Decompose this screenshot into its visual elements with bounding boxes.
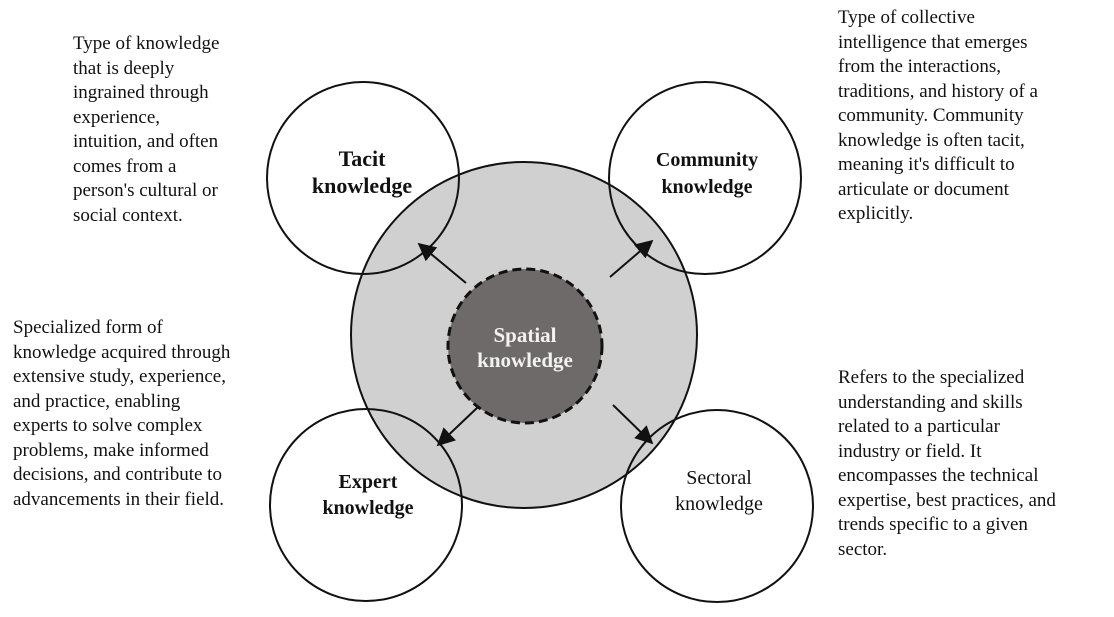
description-line: encompasses the technical [838,465,1039,486]
arrow-to-community [609,239,654,278]
description-line: expertise, best practices, and [838,489,1056,511]
expert-knowledge-circle [269,408,463,602]
arrow-to-expert [436,406,479,447]
description-line: person's cultural or [73,180,218,201]
description-line: and practice, enabling [13,390,181,412]
tacit-knowledge-label-line1: Tacit [339,146,387,171]
sectoral-knowledge-label-line2: knowledge [675,493,763,515]
description-line: community. Community [838,105,1024,126]
description-line: from the interactions, [838,56,1002,77]
description-line: traditions, and history of a [838,80,1038,102]
description-line: ingrained through [73,82,209,103]
description-line: sector. [838,538,888,560]
arrow-to-tacit [417,242,467,284]
description-line: meaning it's difficult to [838,154,1015,175]
tacit-knowledge-circle [266,81,460,275]
description-line: Refers to the specialized [838,367,1025,388]
description-line: advancements in their field. [13,488,225,510]
description-line: extensive study, experience, [13,366,226,387]
spatial-knowledge-circle [446,267,604,425]
community-knowledge-label-line1: Community [656,149,758,171]
expert-knowledge-description: Specialized form of knowledge acquired t… [13,316,285,512]
community-knowledge-circle [608,81,802,275]
expert-knowledge-label-line1: Expert [339,471,398,493]
description-line: trends specific to a given [838,514,1028,535]
description-line: industry or field. It [838,440,982,462]
description-line: understanding and skills [838,391,1023,413]
community-knowledge-description: Type of collective intelligence that eme… [838,6,1078,227]
tacit-knowledge-label-line2: knowledge [312,173,412,198]
description-line: intuition, and often [73,131,219,152]
expert-knowledge-label-line2: knowledge [322,497,413,519]
description-line: social context. [73,204,183,226]
sectoral-knowledge-description: Refers to the specialized understanding … [838,366,1108,562]
description-line: comes from a [73,155,177,177]
description-line: that is deeply [73,57,175,79]
description-line: related to a particular [838,416,1000,437]
description-line: explicitly. [838,203,914,224]
description-line: Specialized form of [13,317,163,338]
description-line: knowledge is often tacit, [838,129,1025,151]
description-line: problems, make informed [13,439,209,461]
spatial-knowledge-label-line2: knowledge [477,348,573,372]
sectoral-knowledge-circle [620,409,814,603]
spatial-knowledge-label-line1: Spatial [493,323,556,347]
arrow-to-sectoral [612,404,654,445]
description-line: experts to solve complex [13,415,203,436]
description-line: decisions, and contribute to [13,464,222,485]
sectoral-knowledge-label-line1: Sectoral [686,467,752,489]
description-line: articulate or document [838,178,1009,200]
community-knowledge-label-line2: knowledge [661,176,752,198]
tacit-knowledge-description: Type of knowledge that is deeply ingrain… [73,32,273,228]
description-line: knowledge acquired through [13,341,231,363]
description-line: Type of collective [838,7,975,28]
description-line: intelligence that emerges [838,31,1028,53]
description-line: experience, [73,106,161,128]
description-line: Type of knowledge [73,33,220,54]
